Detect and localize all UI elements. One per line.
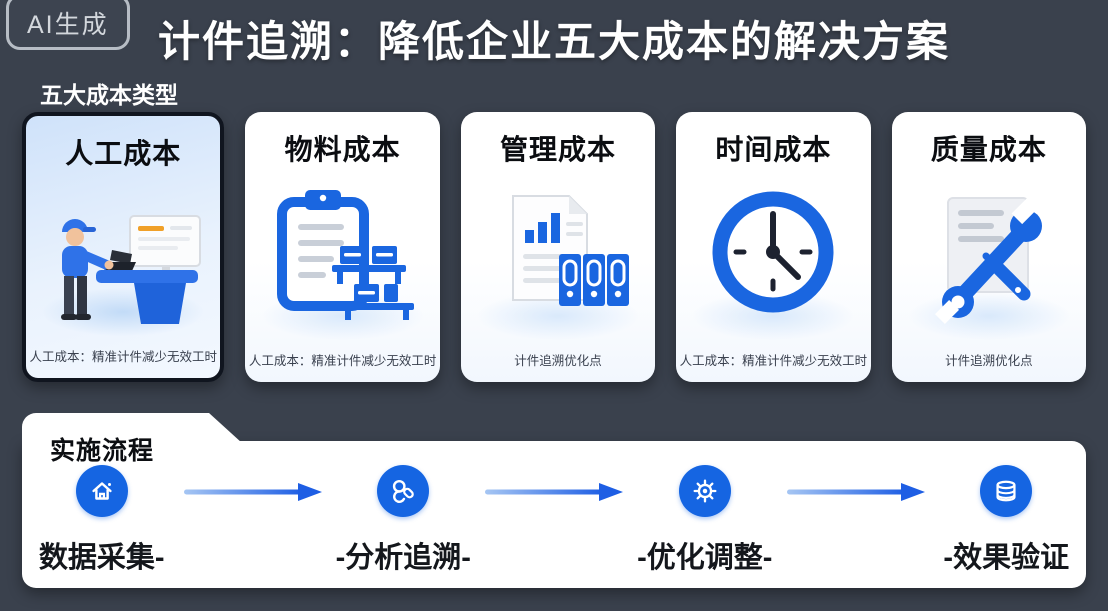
step-label: 数据采集- [38,542,165,574]
home-icon [75,465,128,517]
card-labor-cost[interactable]: 人工成本 [22,112,225,382]
card-management-cost[interactable]: 管理成本 [460,112,656,382]
card-title: 人工成本 [65,138,182,169]
card-title: 管理成本 [500,134,617,165]
card-title: 物料成本 [284,134,401,165]
flow-arrow-icon [485,483,623,501]
flow-arrow-icon [183,483,322,501]
implementation-process-panel: 实施流程 数据采集- [22,413,1086,588]
worker-terminal-illustration [26,166,220,344]
trace-analysis-icon [377,465,430,517]
step-label: -分析追溯- [335,542,471,574]
card-caption: 计件追溯优化点 [514,354,602,368]
step-verification: -效果验证 [927,465,1087,576]
card-caption: 计件追溯优化点 [945,354,1033,368]
card-title: 质量成本 [930,134,1047,165]
panel-tab [22,413,242,443]
step-label: -优化调整- [637,542,773,574]
card-caption: 人工成本：精准计件减少无效工时 [29,350,217,364]
database-icon [980,465,1033,517]
process-steps: 数据采集- -分析追溯- [22,465,1086,576]
gear-icon [678,465,731,517]
clock-illustration [676,162,870,348]
card-glow [908,292,1069,340]
card-material-cost[interactable]: 物料成本 [245,112,440,382]
process-label: 实施流程 [50,437,155,465]
card-time-cost[interactable]: 时间成本 人工成本：精准计件减少无效工时 [676,112,871,382]
report-binders-illustration [461,162,655,348]
clipboard-racks-illustration [245,162,439,348]
ai-generated-badge: AI生成 [6,0,130,50]
cost-types-section-label: 五大成本类型 [40,82,178,108]
cost-cards-row: 人工成本 [22,112,1087,382]
step-analysis-tracing: -分析追溯- [324,465,484,576]
step-optimization: -优化调整- [625,465,785,576]
flow-arrow-icon [786,483,925,501]
step-data-collection: 数据采集- [22,465,182,576]
card-title: 时间成本 [715,134,832,165]
card-caption: 人工成本：精准计件减少无效工时 [248,354,437,368]
card-quality-cost[interactable]: 质量成本 计件追溯优化点 [891,112,1087,382]
card-caption: 人工成本：精准计件减少无效工时 [679,354,868,368]
step-label: -效果验证 [943,542,1070,574]
page-title: 计件追溯：降低企业五大成本的解决方案 [157,18,950,65]
document-tools-illustration [892,162,1086,348]
